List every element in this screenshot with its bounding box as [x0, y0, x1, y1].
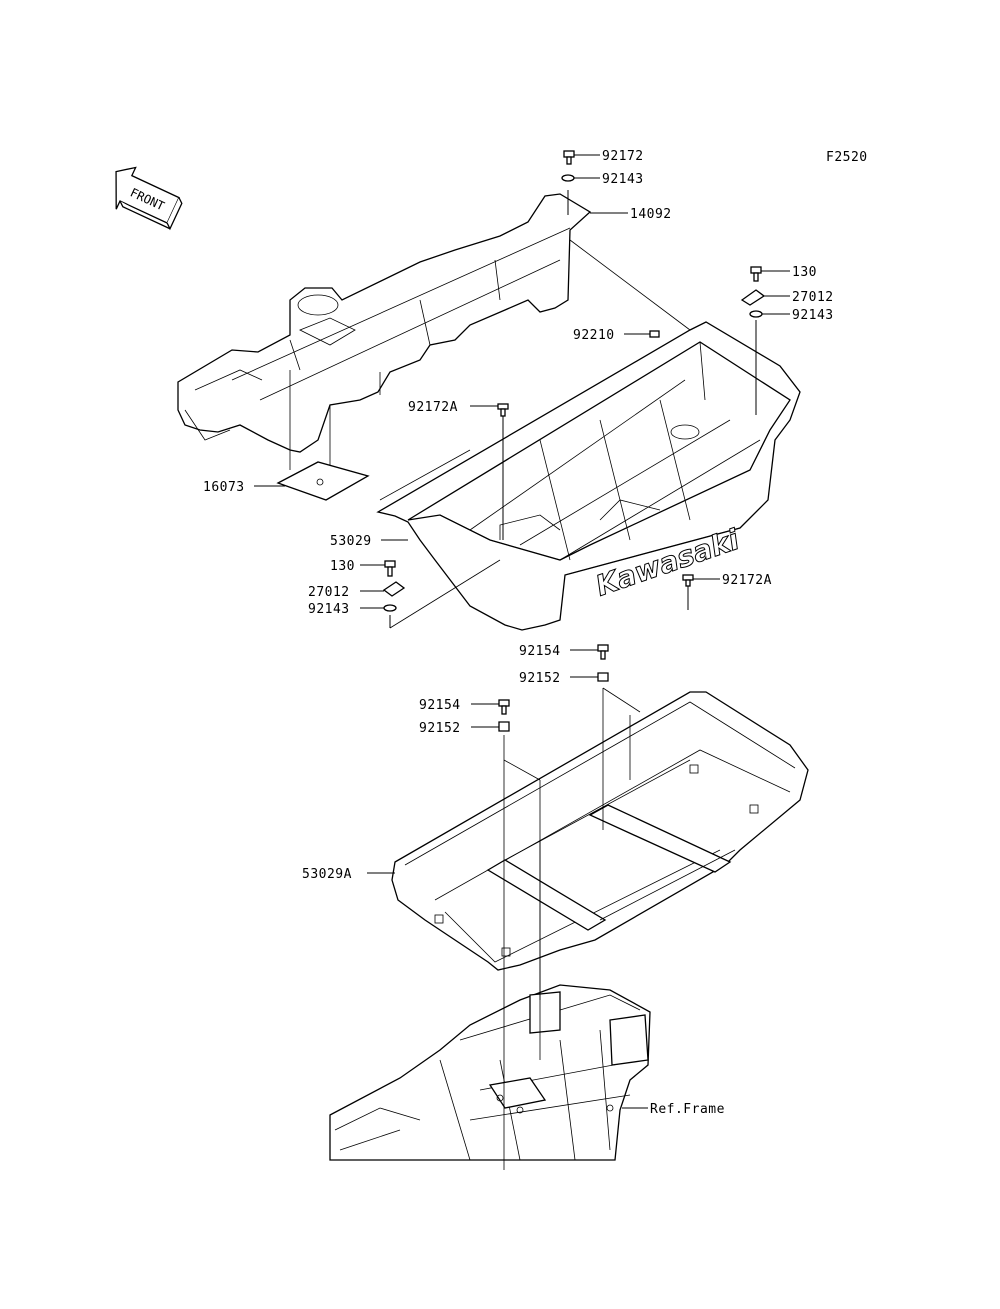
bolt-icon: [498, 699, 510, 715]
callout-130-right: 130: [792, 265, 817, 280]
callout-ref-frame: Ref.Frame: [650, 1102, 725, 1117]
callout-92152-right: 92152: [519, 671, 561, 686]
callout-92152-left: 92152: [419, 721, 461, 736]
cover-14092: [177, 193, 592, 453]
bolt-icon: [750, 266, 762, 282]
callout-labels: 92172 92143 14092 130 27012 92143 92210 …: [203, 149, 834, 1117]
callout-16073: 16073: [203, 480, 245, 495]
clip-icon: [382, 581, 406, 597]
callout-92143-left: 92143: [308, 602, 350, 617]
frame-ref: [329, 984, 651, 1161]
callout-92172-top: 92172: [602, 149, 644, 164]
plate-16073: [276, 461, 370, 501]
callout-53029A: 53029A: [302, 867, 352, 882]
callout-53029: 53029: [330, 534, 372, 549]
figure-code: F2520: [826, 150, 868, 165]
spacer-icon: [597, 672, 609, 682]
callout-92154-right: 92154: [519, 644, 561, 659]
callout-130-left: 130: [330, 559, 355, 574]
callout-27012-right: 27012: [792, 290, 834, 305]
nut-icon: [649, 330, 660, 338]
leader-lines: [254, 154, 790, 1170]
front-arrow-icon: FRONT: [115, 166, 183, 231]
bolt-icon: [563, 150, 575, 165]
washer-icon: [383, 604, 397, 612]
callout-92172A-left: 92172A: [408, 400, 458, 415]
washer-icon: [749, 310, 763, 318]
callout-92143-top: 92143: [602, 172, 644, 187]
spacer-icon: [498, 721, 510, 732]
callout-92172A-right: 92172A: [722, 573, 772, 588]
callout-92154-left: 92154: [419, 698, 461, 713]
callout-14092: 14092: [630, 207, 672, 222]
screw-icon: [682, 574, 694, 587]
callout-92143-right: 92143: [792, 308, 834, 323]
callout-27012-left: 27012: [308, 585, 350, 600]
clip-icon: [740, 289, 766, 306]
rack-53029A: [391, 691, 809, 971]
bolt-icon: [597, 644, 609, 660]
screw-icon: [497, 403, 509, 417]
callout-92210: 92210: [573, 328, 615, 343]
washer-icon: [561, 174, 575, 182]
bolt-icon: [384, 560, 396, 577]
